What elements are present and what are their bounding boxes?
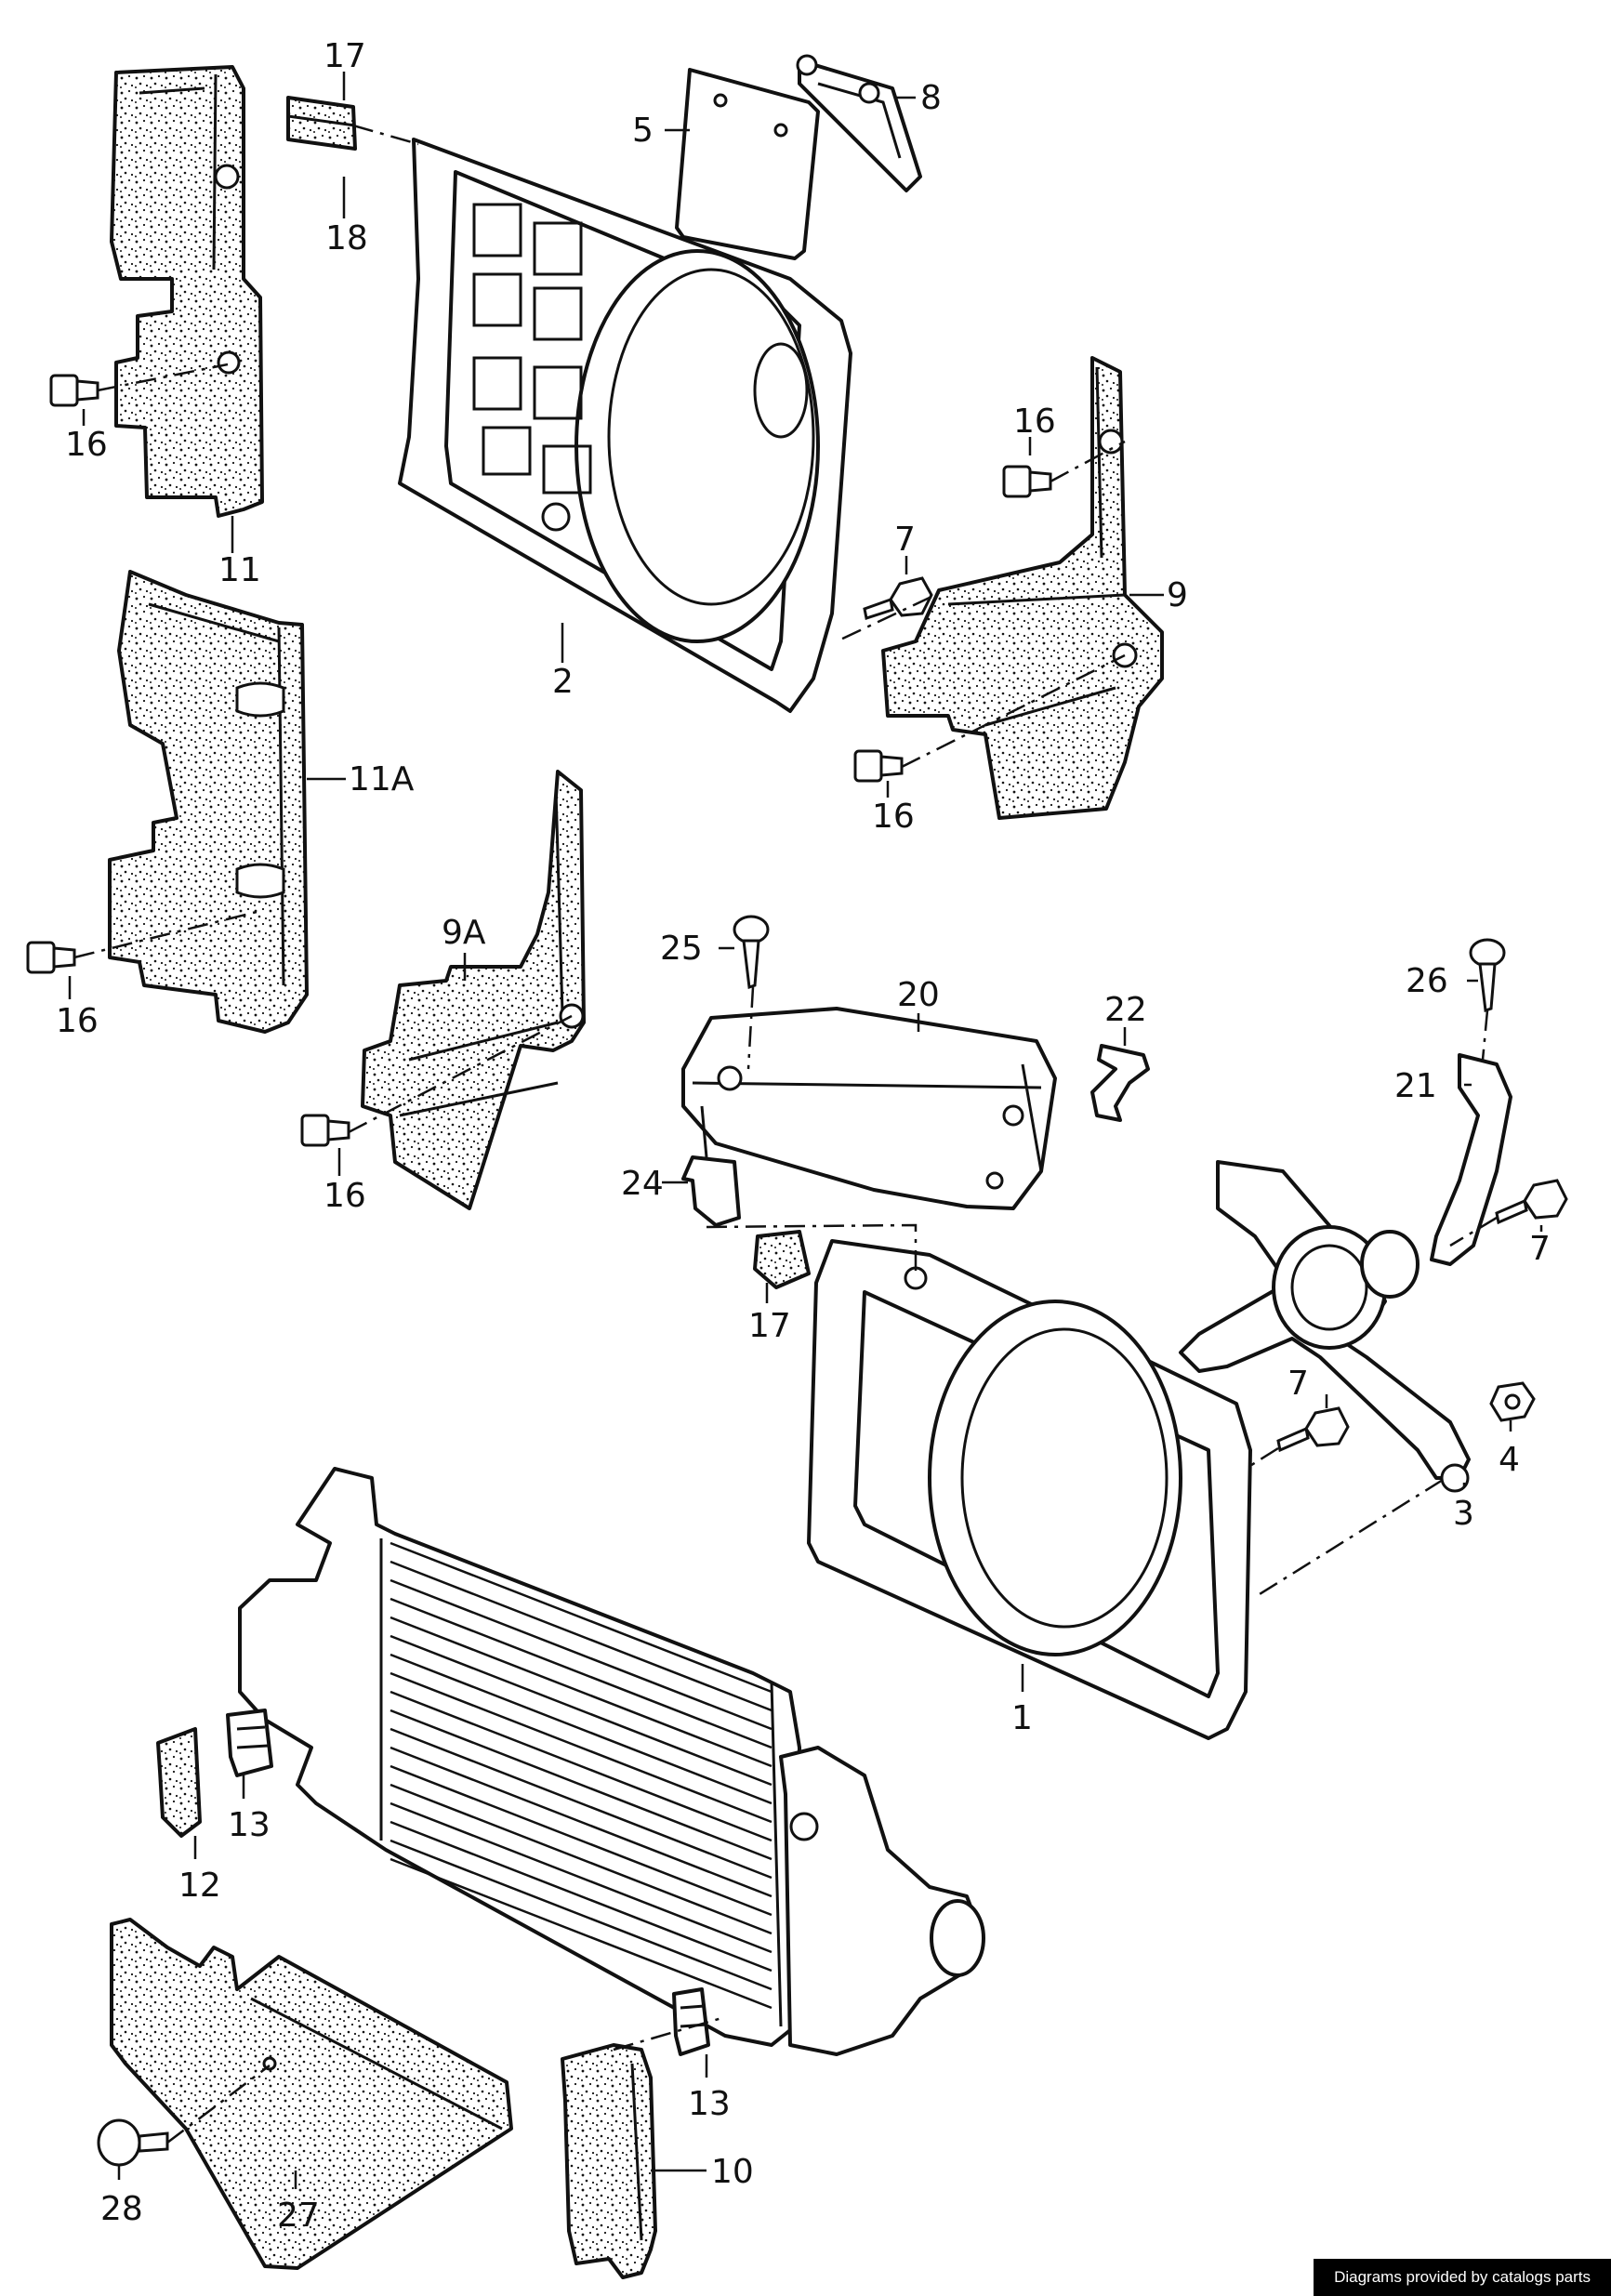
label-part-5: 5	[632, 112, 654, 150]
label-part-20: 20	[897, 976, 940, 1014]
screw-part-26	[1469, 938, 1506, 1013]
label-part-7-a: 7	[894, 521, 916, 559]
clip-part-13-lower	[672, 1987, 710, 2056]
label-part-16-a: 16	[65, 426, 108, 464]
label-part-11: 11	[218, 551, 261, 589]
bolt-part-16-c	[26, 941, 76, 974]
credit-badge: Diagrams provided by catalogs parts	[1314, 2259, 1611, 2296]
label-part-16-d: 16	[872, 798, 915, 836]
bracket-part-12	[156, 1727, 202, 1838]
clip-part-17-lower	[753, 1230, 811, 1289]
assembly-dash-lines	[73, 124, 1498, 2144]
label-part-3: 3	[1453, 1495, 1474, 1533]
label-part-8: 8	[920, 79, 942, 117]
label-part-21: 21	[1394, 1067, 1437, 1105]
air-guide-part-9	[881, 356, 1164, 820]
air-guide-part-10	[561, 2043, 657, 2279]
label-part-18: 18	[325, 219, 368, 257]
label-part-10: 10	[711, 2153, 754, 2191]
label-part-13-upper: 13	[228, 1806, 271, 1844]
screw-part-7-b	[1495, 1179, 1568, 1225]
air-guide-part-9A	[361, 770, 586, 1210]
label-part-9: 9	[1167, 576, 1188, 614]
bolt-part-16-d	[853, 749, 904, 783]
bolt-part-16-b	[1002, 465, 1052, 498]
air-guide-part-27	[110, 1918, 513, 2270]
bracket-part-8	[796, 54, 922, 192]
label-part-26: 26	[1406, 962, 1448, 1000]
part-labels: 17 18 5 8 16 11 16 2 7 9 16 11A 9A 16 16…	[56, 37, 1551, 2235]
label-part-17-upper: 17	[324, 37, 366, 75]
label-part-1: 1	[1011, 1699, 1033, 1737]
label-part-22: 22	[1104, 991, 1147, 1029]
label-part-9A: 9A	[442, 914, 486, 952]
clip-part-13-upper	[226, 1709, 273, 1777]
screw-part-25	[733, 915, 770, 990]
fan-shroud-part-1	[807, 1239, 1252, 1740]
clip-part-17-upper	[286, 96, 357, 151]
label-part-24: 24	[621, 1165, 664, 1203]
clip-part-22	[1090, 1044, 1150, 1122]
label-part-7-c: 7	[1287, 1365, 1309, 1403]
motor-bracket-part-21	[1179, 1053, 1512, 1493]
radiator-fins	[390, 1541, 772, 2010]
label-part-27: 27	[277, 2197, 320, 2235]
label-part-11A: 11A	[349, 760, 415, 798]
clip-part-24	[681, 1105, 741, 1227]
label-part-17-lower: 17	[748, 1307, 791, 1345]
label-part-7-b: 7	[1529, 1230, 1551, 1268]
label-part-4: 4	[1499, 1441, 1520, 1479]
screw-part-7-c	[1276, 1406, 1350, 1453]
label-part-16-e: 16	[324, 1177, 366, 1215]
cover-plate-part-5	[675, 68, 820, 260]
radiator-intercooler	[238, 1467, 985, 2056]
air-guide-part-11A	[108, 570, 309, 1034]
label-part-28: 28	[100, 2190, 143, 2228]
bolt-part-16-e	[300, 1114, 350, 1147]
fan-shroud-part-2	[398, 138, 852, 713]
label-part-25: 25	[660, 930, 703, 968]
nut-part-4	[1489, 1381, 1536, 1422]
label-part-13-lower: 13	[688, 2085, 731, 2123]
leader-lines	[68, 72, 1543, 2189]
label-part-2: 2	[552, 663, 574, 701]
label-part-12: 12	[178, 1867, 221, 1905]
top-cover-part-20	[681, 1007, 1057, 1210]
screw-part-7-a	[863, 576, 933, 620]
air-guide-part-11	[110, 65, 264, 518]
bolt-part-16-a	[49, 374, 99, 407]
bolt-part-28	[97, 2118, 169, 2167]
label-part-16-b: 16	[1013, 402, 1056, 441]
label-part-16-c: 16	[56, 1002, 99, 1040]
